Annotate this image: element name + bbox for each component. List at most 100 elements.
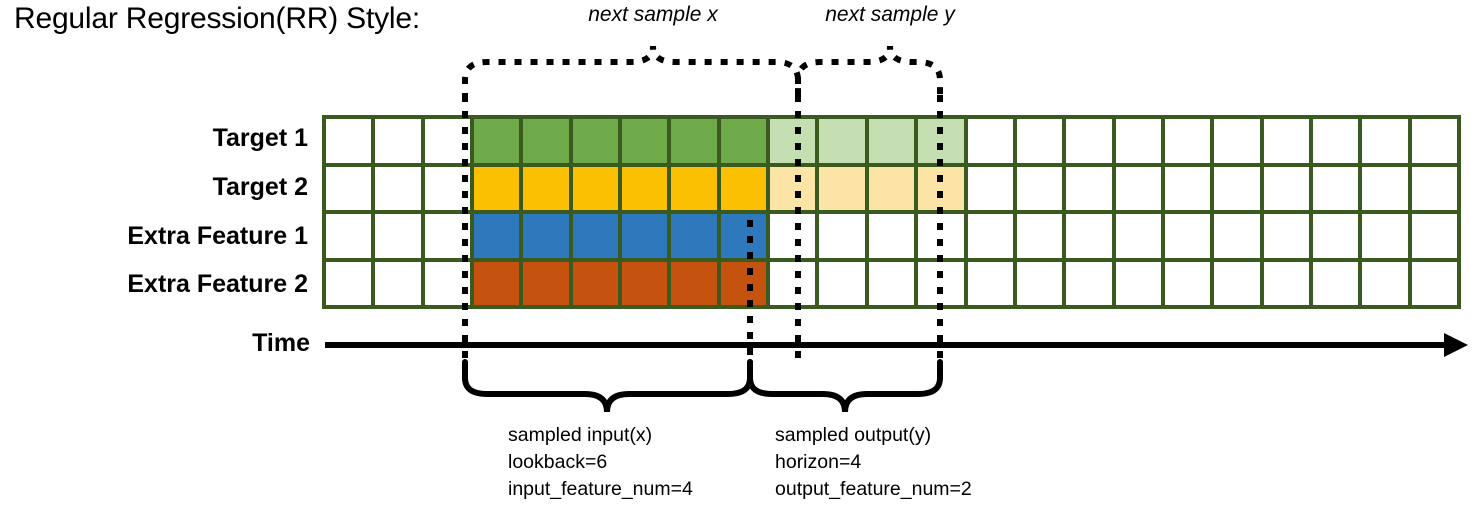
grid-cell [819, 214, 865, 258]
grid-cell [474, 214, 520, 258]
grid-cell [622, 261, 668, 305]
grid-cell [1362, 214, 1408, 258]
grid-cell [918, 119, 964, 163]
brace-sampled-output [747, 359, 943, 413]
grid-cell [326, 119, 372, 163]
grid-cell [868, 214, 915, 258]
grid-cell [1411, 166, 1457, 210]
caption-sampled-input: sampled input(x) lookback=6 input_featur… [508, 422, 693, 503]
caption-input-line-1: sampled input(x) [508, 424, 653, 446]
grid-cell [868, 166, 915, 210]
grid-cell [1016, 214, 1063, 258]
annotation-next-sample-y: next sample y [825, 3, 955, 26]
grid-cell [622, 166, 668, 210]
grid-cell [720, 119, 767, 163]
grid-cell [1016, 166, 1063, 210]
caption-sampled-output: sampled output(y) horizon=4 output_featu… [775, 422, 972, 503]
grid-cell [572, 166, 619, 210]
grid-cell [1164, 214, 1211, 258]
brace-next-sample-x [462, 45, 801, 100]
grid-cell [474, 119, 520, 163]
grid-cell [1362, 119, 1408, 163]
grid-cell [1263, 119, 1309, 163]
brace-next-sample-y [795, 45, 943, 100]
grid-cell [1312, 214, 1359, 258]
grid-cell [671, 214, 717, 258]
grid-cell [523, 261, 569, 305]
grid-cell [1263, 166, 1309, 210]
grid-cell [918, 261, 964, 305]
row-label-extra-feature-2: Extra Feature 2 [127, 270, 308, 298]
grid-cell [523, 119, 569, 163]
grid-cell [1411, 119, 1457, 163]
grid-cell [1312, 166, 1359, 210]
grid-cell [375, 214, 421, 258]
grid-cell [1214, 261, 1260, 305]
grid-cell [1214, 119, 1260, 163]
time-axis-label: Time [252, 329, 310, 357]
grid-cell [671, 261, 717, 305]
grid-cell [1214, 214, 1260, 258]
grid-cell [770, 119, 816, 163]
caption-output-line-2: horizon=4 [775, 450, 862, 473]
grid-cell [770, 166, 816, 210]
grid-cell [1066, 119, 1112, 163]
grid-cell [424, 214, 471, 258]
grid-cell [326, 261, 372, 305]
grid-cell [572, 261, 619, 305]
grid-cell [770, 214, 816, 258]
row-label-target-2: Target 2 [212, 173, 308, 201]
caption-output-line-1: sampled output(y) [775, 424, 932, 446]
grid-cell [868, 119, 915, 163]
grid-cell [819, 261, 865, 305]
grid-cell [523, 214, 569, 258]
grid-cell [1263, 214, 1309, 258]
grid-cell [1362, 261, 1408, 305]
row-label-target-1: Target 1 [212, 124, 308, 152]
grid-cell [720, 261, 767, 305]
row-label-column: Target 1 Target 2 Extra Feature 1 Extra … [0, 115, 308, 309]
grid-cell [720, 214, 767, 258]
grid-cell [1066, 214, 1112, 258]
grid-cell [918, 214, 964, 258]
grid-cell [1115, 214, 1161, 258]
grid-cell [1016, 261, 1063, 305]
grid-cell [967, 214, 1013, 258]
grid-cell [1362, 166, 1408, 210]
page-title: Regular Regression(RR) Style: [14, 2, 421, 35]
grid-cell [967, 166, 1013, 210]
grid-cell [770, 261, 816, 305]
grid-cell [375, 166, 421, 210]
grid-cell [375, 119, 421, 163]
grid-cell [1411, 214, 1457, 258]
caption-input-line-2: lookback=6 [508, 450, 608, 473]
brace-sampled-input [462, 359, 753, 413]
grid-cell [474, 261, 520, 305]
grid-cell [1016, 119, 1063, 163]
grid-cell [1214, 166, 1260, 210]
grid-cell [1115, 166, 1161, 210]
grid-cell [819, 166, 865, 210]
time-axis-arrow [325, 333, 1468, 357]
grid-cell [1164, 261, 1211, 305]
grid-cell [622, 214, 668, 258]
grid-cell [326, 166, 372, 210]
grid-cell [918, 166, 964, 210]
grid-cell [572, 119, 619, 163]
row-label-extra-feature-1: Extra Feature 1 [127, 222, 308, 250]
grid-cell [671, 166, 717, 210]
grid-cell [424, 119, 471, 163]
grid-cell [474, 166, 520, 210]
grid-cell [1263, 261, 1309, 305]
grid-cell [720, 166, 767, 210]
grid-cell [375, 261, 421, 305]
grid-cell [1164, 166, 1211, 210]
grid-cell [572, 214, 619, 258]
grid-cell [1115, 261, 1161, 305]
grid-cell [1411, 261, 1457, 305]
grid-cell [424, 166, 471, 210]
grid-cell [1115, 119, 1161, 163]
grid-cell [1312, 119, 1359, 163]
grid-cell [1066, 166, 1112, 210]
timeseries-grid [322, 115, 1461, 309]
